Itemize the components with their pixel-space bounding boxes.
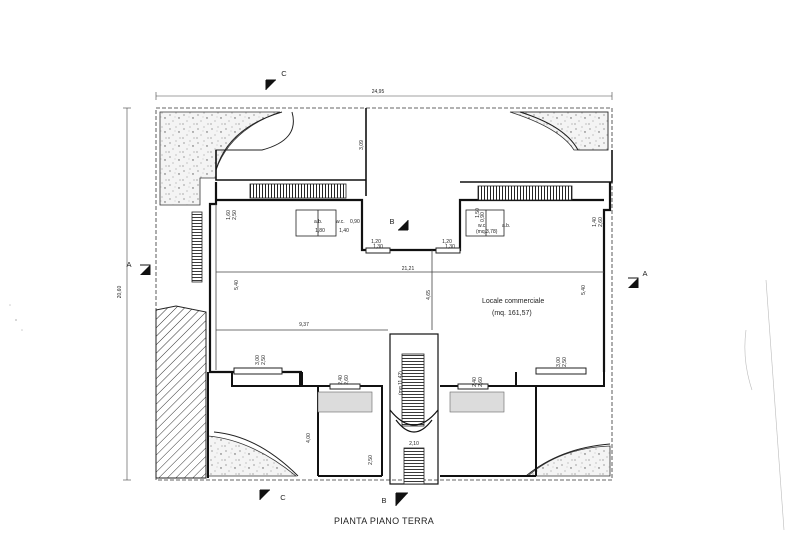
dim-mid-width: 21,21 — [402, 266, 415, 272]
label-ab-right: a.b. — [502, 223, 510, 229]
dim-w-180: 1,80 — [315, 228, 325, 234]
section-c-top: C — [281, 69, 287, 78]
label-ab-left: a.b. — [314, 219, 322, 225]
dim-w-120b: 1,20 — [442, 239, 452, 245]
room-name-label: Locale commerciale — [482, 298, 544, 305]
section-b-top: B — [389, 217, 394, 226]
dimension-lines — [123, 92, 613, 481]
left-ramp — [155, 305, 207, 479]
lower-block — [207, 372, 605, 478]
dim-win-r-b: 2,60 — [598, 217, 604, 227]
window-openings — [233, 247, 587, 390]
dim-bottom-h: 2,50 — [368, 455, 374, 465]
label-wc-right: w.c. — [478, 223, 487, 229]
section-a-left: A — [126, 260, 131, 269]
dim-w-130a: 1,30 — [373, 244, 383, 250]
label-small-area: (mq.3,78) — [476, 229, 498, 235]
section-c-bottom: C — [280, 493, 286, 502]
dim-cr-b: 2,60 — [478, 377, 484, 387]
toilets-left — [295, 209, 337, 237]
dim-center-h: 4,65 — [426, 290, 432, 300]
balconies — [317, 391, 505, 413]
dim-low-h: 4,00 — [306, 433, 312, 443]
dim-win-l-b: 2,50 — [232, 210, 238, 220]
section-b-bottom: B — [381, 496, 386, 505]
dim-w-140: 1,40 — [339, 228, 349, 234]
dim-wc-090: 0,90 — [350, 219, 360, 225]
dim-top-width: 24,95 — [372, 89, 385, 95]
central-stairwell — [389, 333, 439, 485]
dim-win-l-a: 1,60 — [226, 210, 232, 220]
courtyard-arcs — [213, 111, 611, 477]
dim-br-b: 2,50 — [562, 357, 568, 367]
dim-win-r-a: 1,40 — [592, 217, 598, 227]
dim-top-inner: 3,09 — [359, 140, 365, 150]
lot-boundary — [155, 107, 613, 481]
dim-r-150: 1,50 — [475, 208, 481, 218]
dim-bl-a: 3,00 — [255, 355, 261, 365]
drawing-title: PIANTA PIANO TERRA — [334, 516, 434, 526]
stair-area-label: (mq.11,42) — [398, 371, 404, 395]
scan-artifacts — [9, 279, 785, 531]
stair-top-left — [249, 183, 347, 199]
left-balustrade — [191, 211, 203, 283]
dim-cr-a: 2,40 — [472, 377, 478, 387]
building-walls — [208, 182, 612, 374]
label-wc-left: w.c. — [336, 219, 345, 225]
dim-r-090: 0,90 — [480, 212, 486, 222]
dim-w-120a: 1,20 — [371, 239, 381, 245]
dim-cl-b: 2,60 — [344, 375, 350, 385]
dim-left-span: 9,37 — [299, 322, 309, 328]
dim-w-130b: 1,30 — [445, 244, 455, 250]
section-marker-fills — [140, 80, 638, 506]
dim-bl-b: 2,50 — [261, 355, 267, 365]
section-a-right: A — [642, 269, 647, 278]
top-recess — [215, 108, 613, 196]
stair-top-right — [477, 185, 573, 201]
building-inner-lines — [215, 204, 604, 370]
dim-cl-a: 2,40 — [338, 375, 344, 385]
garden-areas — [159, 111, 611, 477]
dim-h-right: 5,40 — [581, 285, 587, 295]
dim-stair-w: 2,10 — [409, 441, 419, 447]
dim-br-a: 3,00 — [556, 357, 562, 367]
room-area-label: (mq. 161,57) — [492, 310, 532, 317]
dim-left-height: 20,60 — [117, 286, 123, 299]
dim-h-left: 5,40 — [234, 280, 240, 290]
toilets-right — [465, 209, 505, 237]
